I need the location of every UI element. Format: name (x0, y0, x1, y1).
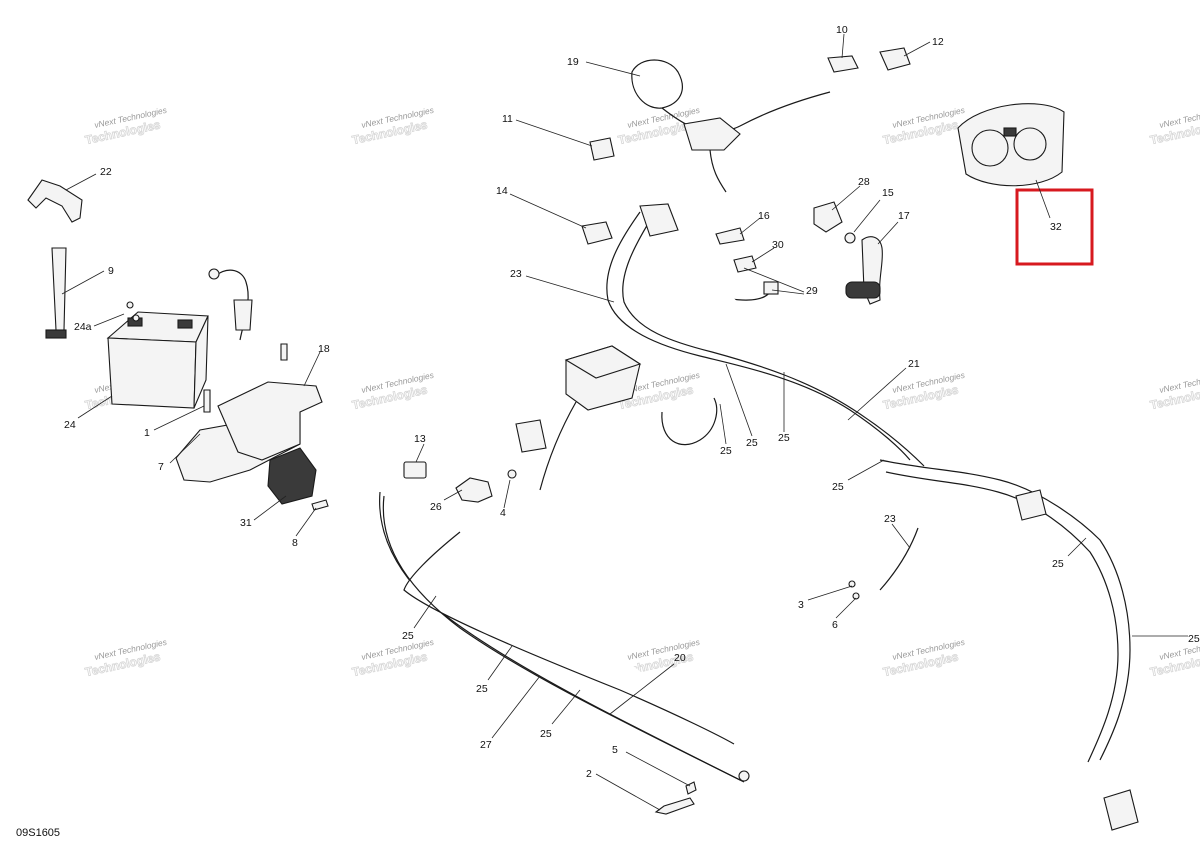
callout-15[interactable]: 15 (882, 187, 894, 199)
fuse-box[interactable] (564, 345, 642, 411)
callout-5[interactable]: 5 (612, 744, 618, 756)
callout-29[interactable]: 29 (806, 285, 818, 297)
part-30-connector[interactable] (733, 255, 757, 273)
callout-27[interactable]: 27 (480, 739, 492, 751)
part-17-key[interactable] (845, 281, 881, 299)
callout-3[interactable]: 3 (798, 599, 804, 611)
part-26-sensor[interactable] (455, 477, 493, 503)
callout-12[interactable]: 12 (932, 36, 944, 48)
callout-17[interactable]: 17 (898, 210, 910, 222)
part-9-strap[interactable] (51, 247, 67, 335)
part-19-boot[interactable] (631, 59, 683, 109)
part-24a-screw[interactable] (126, 301, 134, 309)
main-harness (515, 203, 1139, 831)
callout-23-lower[interactable]: 23 (884, 513, 896, 525)
harness-connector (639, 203, 679, 237)
callout-28[interactable]: 28 (858, 176, 870, 188)
callout-10[interactable]: 10 (836, 24, 848, 36)
part-4-nut[interactable] (507, 469, 517, 479)
part-13-block[interactable] (403, 461, 427, 479)
battery-cable-ring (208, 268, 220, 280)
callout-4[interactable]: 4 (500, 507, 506, 519)
callout-25[interactable]: 25 (832, 481, 844, 493)
callout-9[interactable]: 9 (108, 265, 114, 277)
callout-2[interactable]: 2 (586, 768, 592, 780)
callout-25[interactable]: 25 (1188, 633, 1200, 645)
battery-cable-terminal (233, 299, 253, 331)
part-10-connector[interactable] (827, 55, 859, 73)
callout-16[interactable]: 16 (758, 210, 770, 222)
part-18-bracket[interactable] (217, 381, 323, 461)
battery-area (27, 179, 329, 511)
callout-23-top[interactable]: 23 (510, 268, 522, 280)
callout-14[interactable]: 14 (496, 185, 508, 197)
callout-19[interactable]: 19 (567, 56, 579, 68)
part-29-plug[interactable] (763, 281, 779, 295)
callout-11[interactable]: 11 (502, 113, 513, 125)
callout-8[interactable]: 8 (292, 537, 298, 549)
callout-1[interactable]: 1 (144, 427, 150, 439)
part-31-relay[interactable] (267, 447, 317, 505)
callout-6[interactable]: 6 (832, 619, 838, 631)
part-32-instrument-cluster[interactable] (957, 103, 1065, 187)
callout-20[interactable]: 20 (674, 652, 686, 664)
part-28-switch[interactable] (813, 201, 843, 233)
part-9-strap-end[interactable] (45, 329, 67, 339)
upper-connectors (581, 47, 911, 245)
part-1-bolt[interactable] (203, 389, 211, 413)
callout-25[interactable]: 25 (1052, 558, 1064, 570)
leader-lines (61, 33, 1188, 811)
callout-7[interactable]: 7 (158, 461, 164, 473)
branch-wire (539, 401, 577, 491)
callout-25[interactable]: 25 (778, 432, 790, 444)
part-6-nut[interactable] (852, 592, 860, 600)
highlight-box-32 (1015, 188, 1094, 266)
part-12-connector[interactable] (879, 47, 911, 71)
callout-26[interactable]: 26 (430, 501, 442, 513)
callout-25[interactable]: 25 (402, 630, 414, 642)
callout-18[interactable]: 18 (318, 343, 330, 355)
callout-25[interactable]: 25 (540, 728, 552, 740)
part-21-harness[interactable] (879, 459, 1131, 761)
harness-connector (1015, 489, 1047, 521)
callout-22[interactable]: 22 (100, 166, 112, 178)
bolt[interactable] (280, 343, 288, 361)
part-15-nut[interactable] (844, 232, 856, 244)
callout-21[interactable]: 21 (908, 358, 920, 370)
callout-24a[interactable]: 24a (74, 321, 92, 333)
part-20-cable[interactable] (403, 531, 735, 745)
part-3-screw[interactable] (848, 580, 856, 588)
callout-25[interactable]: 25 (746, 437, 758, 449)
lower-cables (379, 491, 750, 815)
part-24-battery[interactable] (106, 311, 209, 409)
part-5-washer[interactable] (685, 781, 697, 795)
part-8-screw[interactable] (311, 499, 329, 511)
harness-plug (683, 117, 741, 151)
harness-connector (1103, 789, 1139, 831)
callout-25[interactable]: 25 (476, 683, 488, 695)
part-14-connector[interactable] (581, 221, 613, 245)
part-11-connector[interactable] (589, 137, 615, 161)
callouts: 22 9 24a 24 1 7 18 31 8 19 11 10 12 14 2… (64, 24, 1200, 780)
diagram-code: 09S1605 (16, 827, 60, 839)
part-22-clip[interactable] (27, 179, 83, 223)
cable-terminal (738, 770, 750, 782)
harness-connector (515, 419, 547, 453)
callout-31[interactable]: 31 (240, 517, 252, 529)
callout-13[interactable]: 13 (414, 433, 426, 445)
callout-24[interactable]: 24 (64, 419, 76, 431)
callout-32[interactable]: 32 (1050, 221, 1062, 233)
branch-wire (879, 527, 919, 591)
callout-25[interactable]: 25 (720, 445, 732, 457)
part-2-bolt[interactable] (654, 797, 695, 815)
callout-30[interactable]: 30 (772, 239, 784, 251)
part-16-clip[interactable] (715, 227, 745, 245)
part-24a-screw[interactable] (132, 314, 140, 322)
